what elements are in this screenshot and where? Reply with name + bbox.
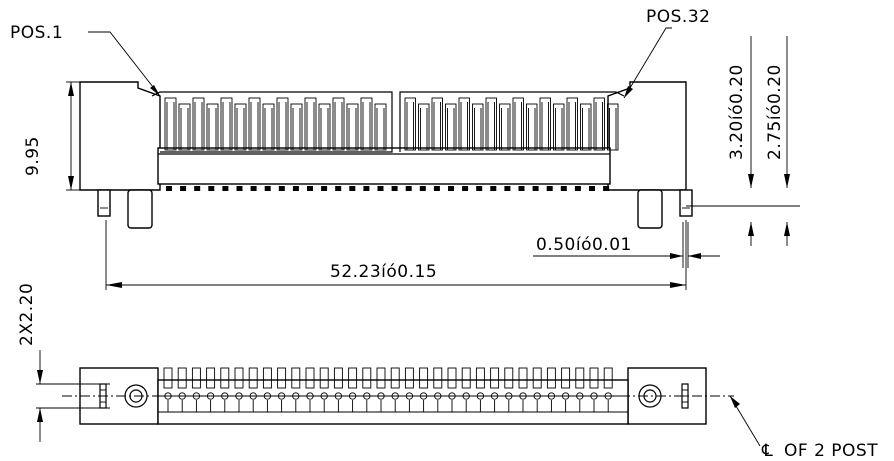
plan-contact-25: [504, 367, 514, 412]
tail-3: [194, 186, 201, 191]
contact-16: [374, 103, 387, 151]
tail-29: [560, 186, 567, 191]
contact-18: [418, 103, 430, 151]
tail-4: [208, 186, 215, 191]
right-post: [637, 189, 663, 229]
centerline-symbol: ℄: [761, 441, 773, 461]
solder-tails-top: [166, 186, 610, 191]
contact-5: [220, 97, 233, 151]
tail-12: [321, 186, 328, 191]
contacts-top: [164, 97, 619, 151]
tail-26: [518, 186, 525, 191]
contact-25: [512, 97, 524, 151]
tail-13: [335, 186, 342, 191]
tail-5: [222, 186, 229, 191]
plan-contact-2: [177, 367, 187, 412]
right-end-block: [607, 81, 687, 191]
front-view: [79, 81, 693, 229]
height-dimension: 9.95: [23, 136, 43, 176]
contact-19: [431, 97, 443, 151]
tail-27: [532, 186, 539, 191]
right-tab: [679, 189, 693, 217]
contact-29: [566, 97, 578, 151]
plan-contact-11: [305, 367, 315, 412]
tail-31: [589, 186, 595, 191]
contact-22: [472, 103, 484, 151]
pos-1-leader: [88, 31, 161, 97]
tail-1: [166, 186, 172, 191]
tail-25: [504, 186, 511, 191]
contact-21: [458, 97, 470, 151]
contact-4: [206, 103, 219, 151]
tail-2: [180, 186, 187, 191]
contact-27: [539, 97, 551, 151]
tail-24: [490, 186, 497, 191]
centerline-note: OF 2 POST: [784, 441, 878, 461]
contact-8: [262, 103, 275, 151]
tail-9: [278, 186, 285, 191]
contact-6: [234, 103, 247, 151]
tail-15: [363, 186, 370, 191]
plan-contact-30: [575, 367, 585, 412]
plan-contact-22: [461, 367, 471, 412]
tail-16: [377, 186, 384, 191]
contact-14: [346, 103, 359, 151]
tail-30: [574, 186, 581, 191]
tail-18: [405, 186, 412, 191]
plan-contact-14: [348, 367, 358, 412]
tail-10: [292, 186, 299, 191]
front-view-dimensions: 9.95 POS.1 POS.32 3.20íó0.20 2.75íó0.20 …: [10, 7, 800, 290]
tail-6: [236, 186, 243, 191]
contact-26: [526, 103, 538, 151]
tail-17: [391, 186, 398, 191]
tail-11: [307, 186, 313, 191]
left-post: [127, 189, 153, 229]
contact-10: [290, 103, 303, 151]
pos-32-label: POS.32: [646, 7, 710, 27]
post-spacing-dimension: 2X2.20: [17, 283, 37, 346]
tail-20: [433, 186, 440, 191]
plan-view: [62, 367, 734, 425]
tail-22: [462, 186, 469, 191]
contact-17: [404, 97, 416, 151]
contact-31: [593, 97, 605, 151]
tail-23: [476, 186, 483, 191]
contact-12: [318, 103, 331, 151]
contact-23: [485, 97, 497, 151]
pos-32-leader: [623, 27, 672, 99]
plan-contact-32: [603, 367, 613, 412]
contact-11: [304, 97, 317, 151]
contact-bank-right: [399, 91, 625, 152]
left-tab: [97, 189, 111, 217]
contact-30: [580, 103, 592, 151]
tail-19: [419, 186, 426, 191]
dim-2-75: 2.75íó0.20: [765, 64, 785, 160]
contact-32: [607, 103, 619, 151]
dim-3-20: 3.20íó0.20: [727, 64, 747, 160]
tail-32: [603, 186, 610, 191]
contact-3: [192, 97, 205, 151]
tail-8: [264, 186, 271, 191]
contact-28: [553, 103, 565, 151]
contact-15: [360, 97, 373, 151]
contact-7: [248, 97, 261, 151]
tail-7: [250, 186, 257, 191]
contact-20: [445, 103, 457, 151]
contact-2: [178, 103, 191, 151]
tail-21: [448, 186, 454, 191]
tail-14: [349, 186, 356, 191]
plan-view-dimensions: 2X2.20 ℄ OF 2 POST: [17, 283, 878, 461]
contact-13: [332, 97, 345, 151]
plan-housing: [157, 379, 629, 425]
contact-9: [276, 97, 289, 151]
length-dimension: 52.23íó0.15: [330, 262, 437, 282]
pos-1-label: POS.1: [10, 23, 63, 43]
left-end-block: [79, 81, 161, 191]
pitch-dimension: 0.50íó0.01: [536, 235, 632, 255]
contact-24: [499, 103, 511, 151]
tail-28: [546, 186, 553, 191]
contact-1: [164, 97, 177, 151]
